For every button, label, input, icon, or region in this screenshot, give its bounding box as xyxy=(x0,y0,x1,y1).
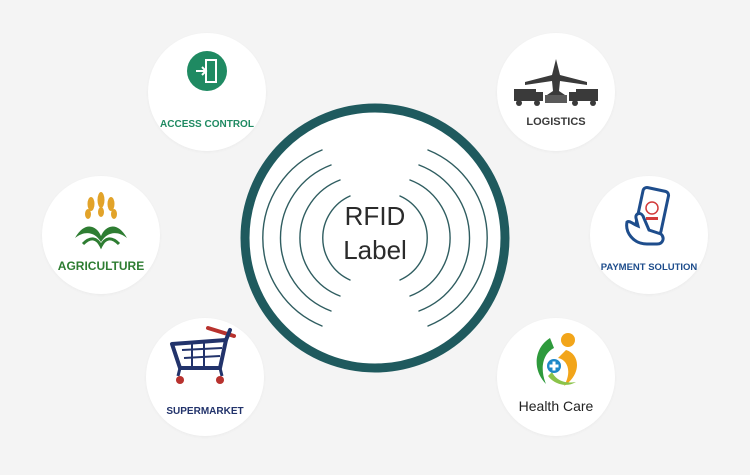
left-waves-icon xyxy=(262,149,351,327)
health-person-icon xyxy=(536,333,577,386)
center-title-line1: RFID xyxy=(344,201,406,231)
shopping-cart-icon xyxy=(170,326,236,384)
phone-hand-icon xyxy=(625,186,671,246)
health-care-bubble: Health Care xyxy=(497,318,615,436)
center-ring xyxy=(240,103,510,373)
logistics-label: LOGISTICS xyxy=(526,116,586,128)
wheat-plant-icon xyxy=(75,192,127,250)
health-care-label: Health Care xyxy=(518,398,594,414)
supermarket-label: SUPERMARKET xyxy=(166,406,244,417)
logistics-bubble: LOGISTICS xyxy=(497,33,615,151)
payment-solution-bubble: PAYMENT SOLUTION xyxy=(590,176,708,294)
center-title-line2: Label xyxy=(343,235,407,265)
access-control-bubble: ACCESS CONTROL xyxy=(148,33,266,151)
supermarket-bubble: SUPERMARKET xyxy=(146,318,264,436)
payment-solution-label: PAYMENT SOLUTION xyxy=(600,262,698,273)
airplane-trucks-icon xyxy=(514,59,598,106)
agriculture-label: AGRICULTURE xyxy=(57,259,145,273)
access-control-label: ACCESS CONTROL xyxy=(160,119,254,130)
door-exit-icon xyxy=(187,51,227,91)
agriculture-bubble: AGRICULTURE xyxy=(42,176,160,294)
right-waves-icon xyxy=(399,149,488,327)
